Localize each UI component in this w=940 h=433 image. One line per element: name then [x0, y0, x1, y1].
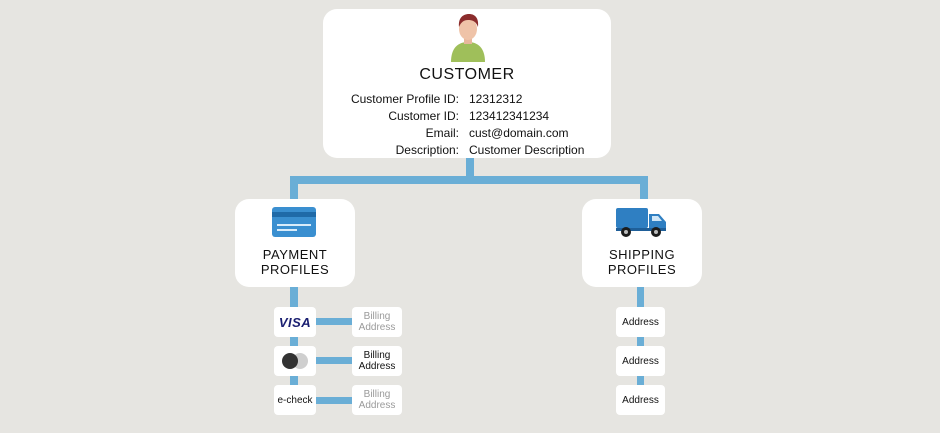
customer-card: CUSTOMER Customer Profile ID: 12312312 C…: [323, 9, 611, 158]
visa-billing-address: Billing Address: [352, 307, 402, 337]
description-value: Customer Description: [469, 143, 585, 157]
visa-logo-text: VISA: [278, 314, 312, 330]
connector-customer-down: [466, 158, 474, 177]
shipping-profiles-title: SHIPPING PROFILES: [582, 247, 702, 277]
shipping-address-2: Address: [616, 346, 665, 376]
email-label: Email:: [425, 126, 459, 140]
mastercard-billing-address: Billing Address: [352, 346, 402, 376]
shipping-address-3: Address: [616, 385, 665, 415]
shipping-title-line1: SHIPPING: [608, 247, 676, 262]
truck-icon: [616, 208, 666, 237]
connector-visa-billing: [314, 318, 352, 325]
mastercard-payment-box: [274, 346, 316, 376]
description-label: Description:: [395, 143, 459, 157]
connector-shipping-trunk: [637, 286, 644, 404]
echeck-billing-address: Billing Address: [352, 385, 402, 415]
payment-profiles-title: PAYMENT PROFILES: [235, 247, 355, 277]
mastercard-icon: [282, 353, 308, 369]
connector-to-payment: [290, 176, 298, 200]
shipping-profiles-card: SHIPPING PROFILES: [582, 199, 702, 287]
connector-to-shipping: [640, 176, 648, 200]
person-icon: [451, 14, 485, 62]
echeck-payment-box: e-check: [274, 385, 316, 415]
credit-card-icon: [272, 207, 316, 237]
echeck-label: e-check: [277, 394, 313, 406]
customer-profile-id-value: 12312312: [469, 92, 523, 106]
shipping-address-1: Address: [616, 307, 665, 337]
customer-id-label: Customer ID:: [388, 109, 459, 123]
email-value: cust@domain.com: [469, 126, 569, 140]
payment-profiles-card: PAYMENT PROFILES: [235, 199, 355, 287]
connector-echeck-billing: [314, 397, 352, 404]
customer-title: CUSTOMER: [419, 66, 515, 83]
connector-payment-trunk: [290, 286, 298, 404]
visa-payment-box: VISA: [274, 307, 316, 337]
shipping-title-line2: PROFILES: [607, 262, 677, 277]
customer-profile-id-label: Customer Profile ID:: [350, 92, 459, 106]
connector-mastercard-billing: [314, 357, 352, 364]
payment-title-line2: PROFILES: [260, 262, 330, 277]
payment-title-line1: PAYMENT: [262, 247, 328, 262]
connector-horizontal: [290, 176, 648, 184]
customer-id-value: 123412341234: [469, 109, 550, 123]
